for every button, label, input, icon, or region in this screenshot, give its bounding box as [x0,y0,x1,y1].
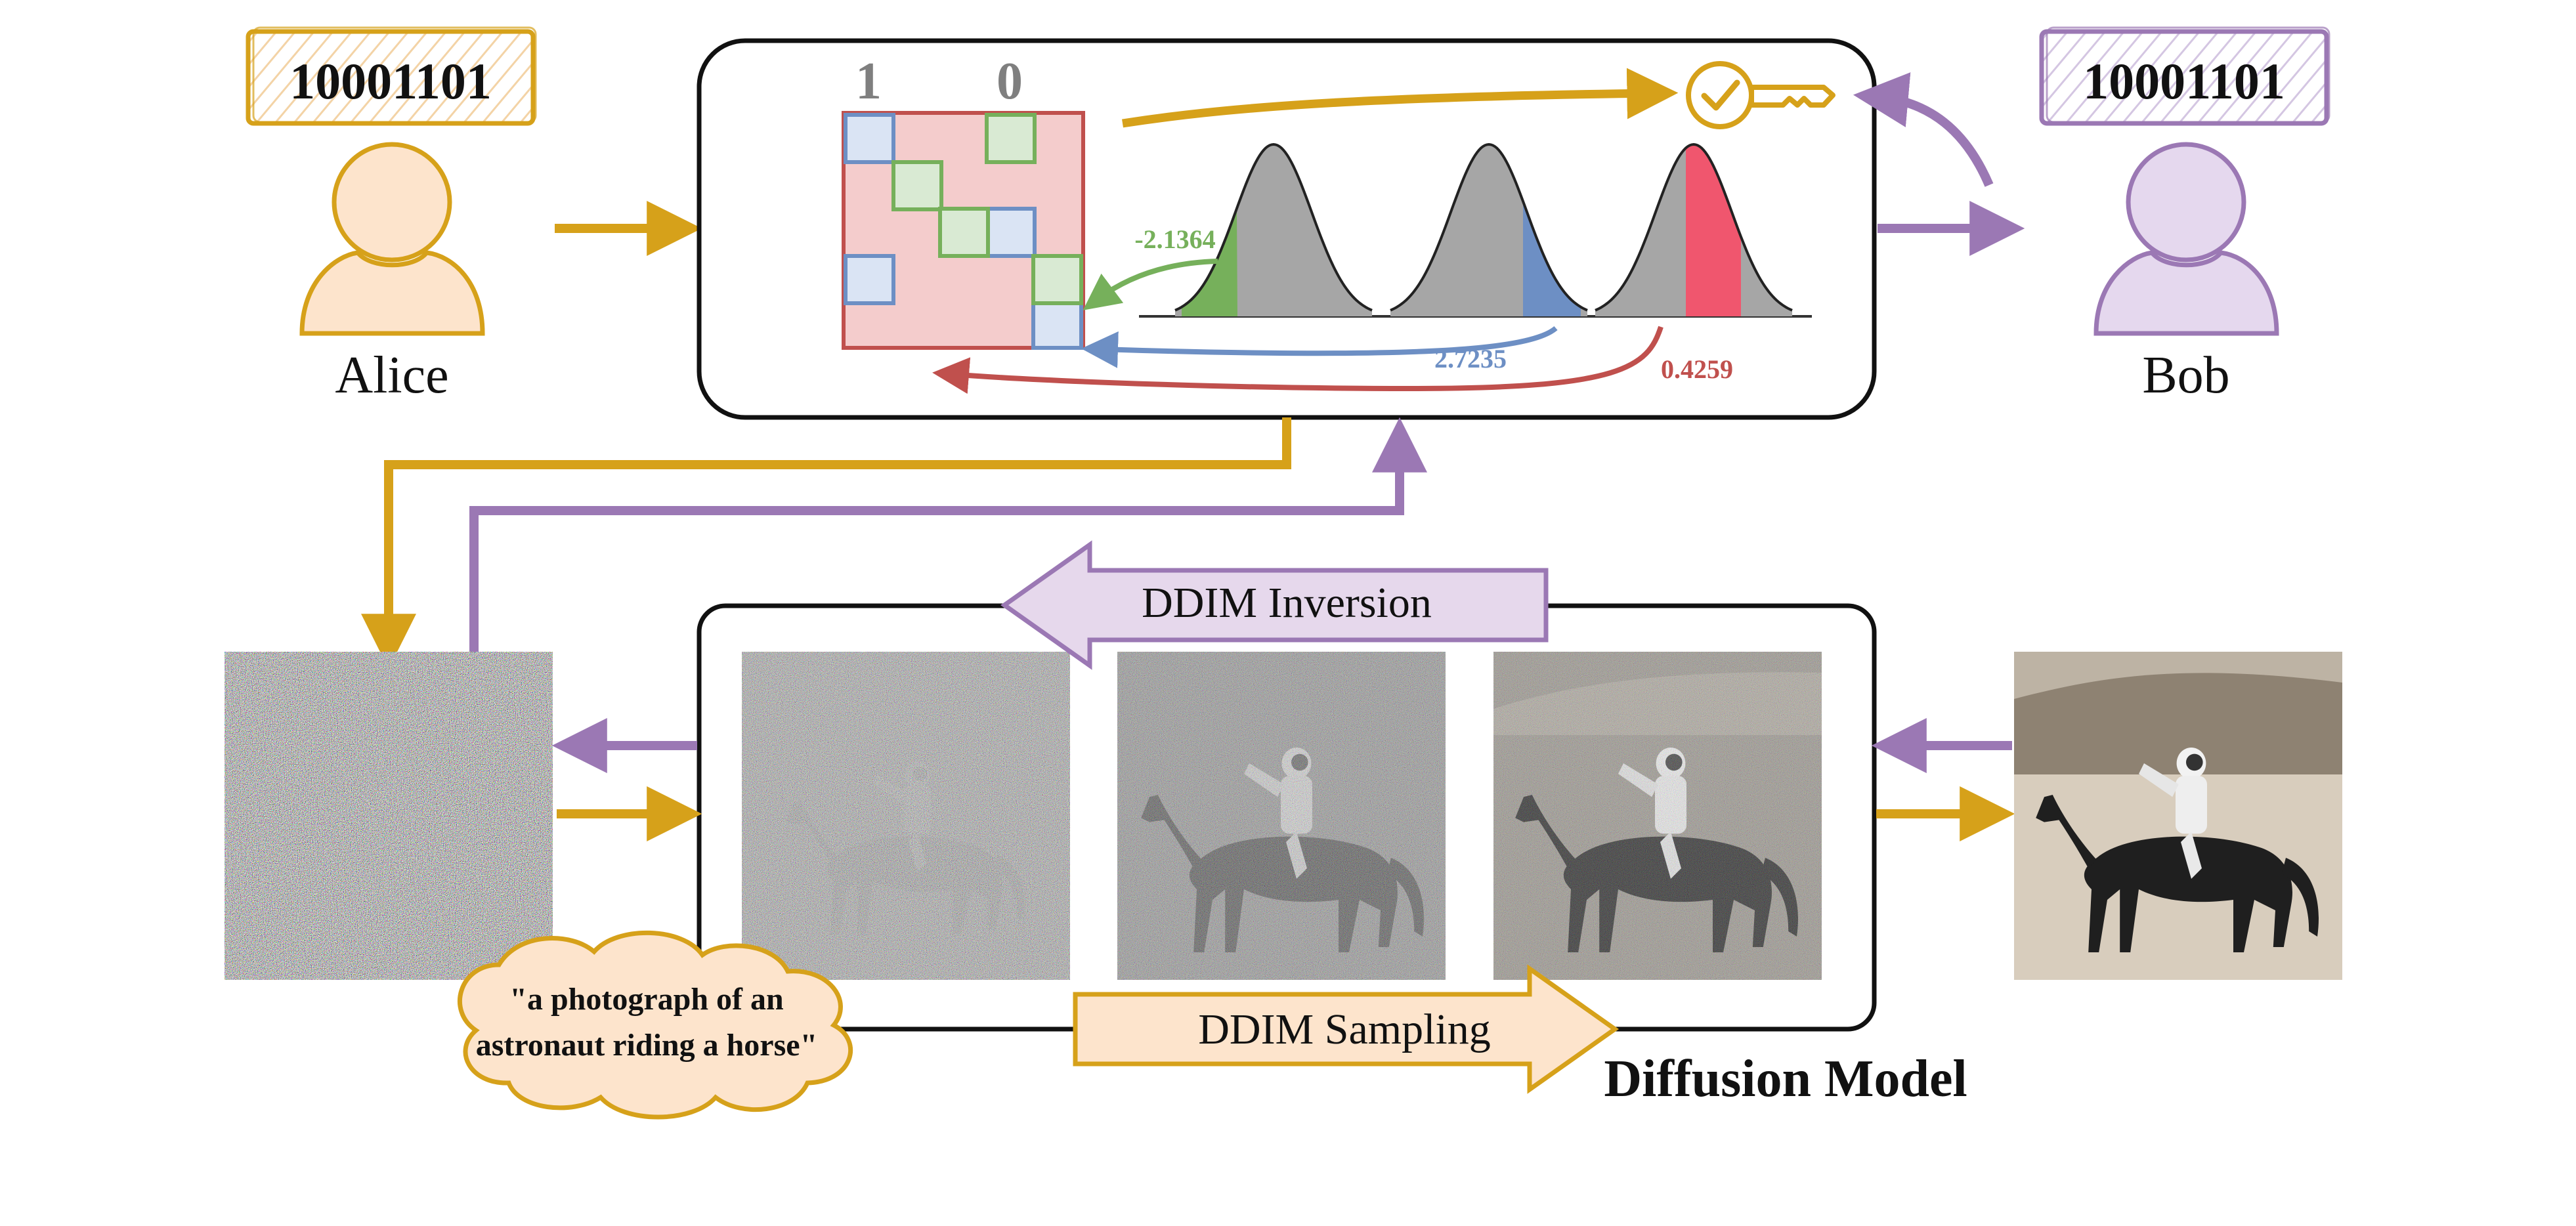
encoder-to-noise-arrow [361,417,1291,669]
red-center-region [1686,144,1741,316]
generated-image [2014,652,2342,980]
key-icon [1686,61,1835,129]
alice-bits-box: 10001101 [246,26,537,126]
matrix-col-label-0: 0 [997,53,1023,110]
matrix-cell-green [1031,254,1083,305]
prompt-line-1: "a photograph of an [509,982,783,1017]
blue-tail-region [1523,201,1581,316]
intermediate-image-2 [1117,652,1446,980]
ddim-sampling-arrow: DDIM Sampling [1073,964,1620,1094]
matrix-cell-green [985,113,1037,164]
alice-name: Alice [335,347,448,404]
permutation-matrix: 1 0 [842,53,1085,350]
initial-noise-image [225,652,553,980]
ddim-inversion-arrow: DDIM Inversion [1000,540,1549,670]
ddim-sampling-label: DDIM Sampling [1198,1005,1491,1053]
alice-avatar-icon [299,142,485,336]
gaussian-curve [1174,142,1373,312]
gaussian-curve [1595,142,1793,312]
matrix-col-label-1: 1 [855,53,882,110]
matrix-cell-blue [985,207,1037,258]
matrix-cell-green [938,207,990,258]
bob-to-key-arrow [1853,72,1994,187]
green-tail-region [1182,208,1237,316]
matrix-cell-blue [844,113,895,164]
matrix-cell-blue [844,254,895,305]
alice-group: 10001101 Alice [246,26,537,404]
prompt-cloud: "a photograph of an astronaut riding a h… [458,930,853,1120]
gaussian-distributions [1139,142,1812,318]
noise-to-decoder-arrow [469,417,1427,653]
matrix-cell-blue [1031,300,1083,350]
diffusion-model-label: Diffusion Model [1604,1050,1967,1108]
bob-avatar-icon [2093,142,2279,336]
gaussian-curve [1390,142,1588,312]
bob-name: Bob [2142,347,2229,404]
prompt-line-2: astronaut riding a horse" [476,1028,817,1063]
value-green: -2.1364 [1134,224,1215,254]
intermediate-image-3 [1493,652,1822,980]
matrix-to-key-arrow [1122,68,1679,128]
value-red: 0.4259 [1661,354,1733,384]
red-arrow [932,326,1664,394]
alice-bits: 10001101 [290,53,492,110]
blue-arrow [1081,326,1558,368]
bob-bits-box: 10001101 [2039,26,2330,126]
matrix-cell-green [891,160,943,211]
ddim-inversion-label: DDIM Inversion [1142,579,1432,627]
bob-bits: 10001101 [2083,53,2285,110]
intermediate-image-1 [742,652,1070,980]
bob-group: 10001101 Bob [2039,26,2330,404]
green-arrow [1083,259,1218,310]
